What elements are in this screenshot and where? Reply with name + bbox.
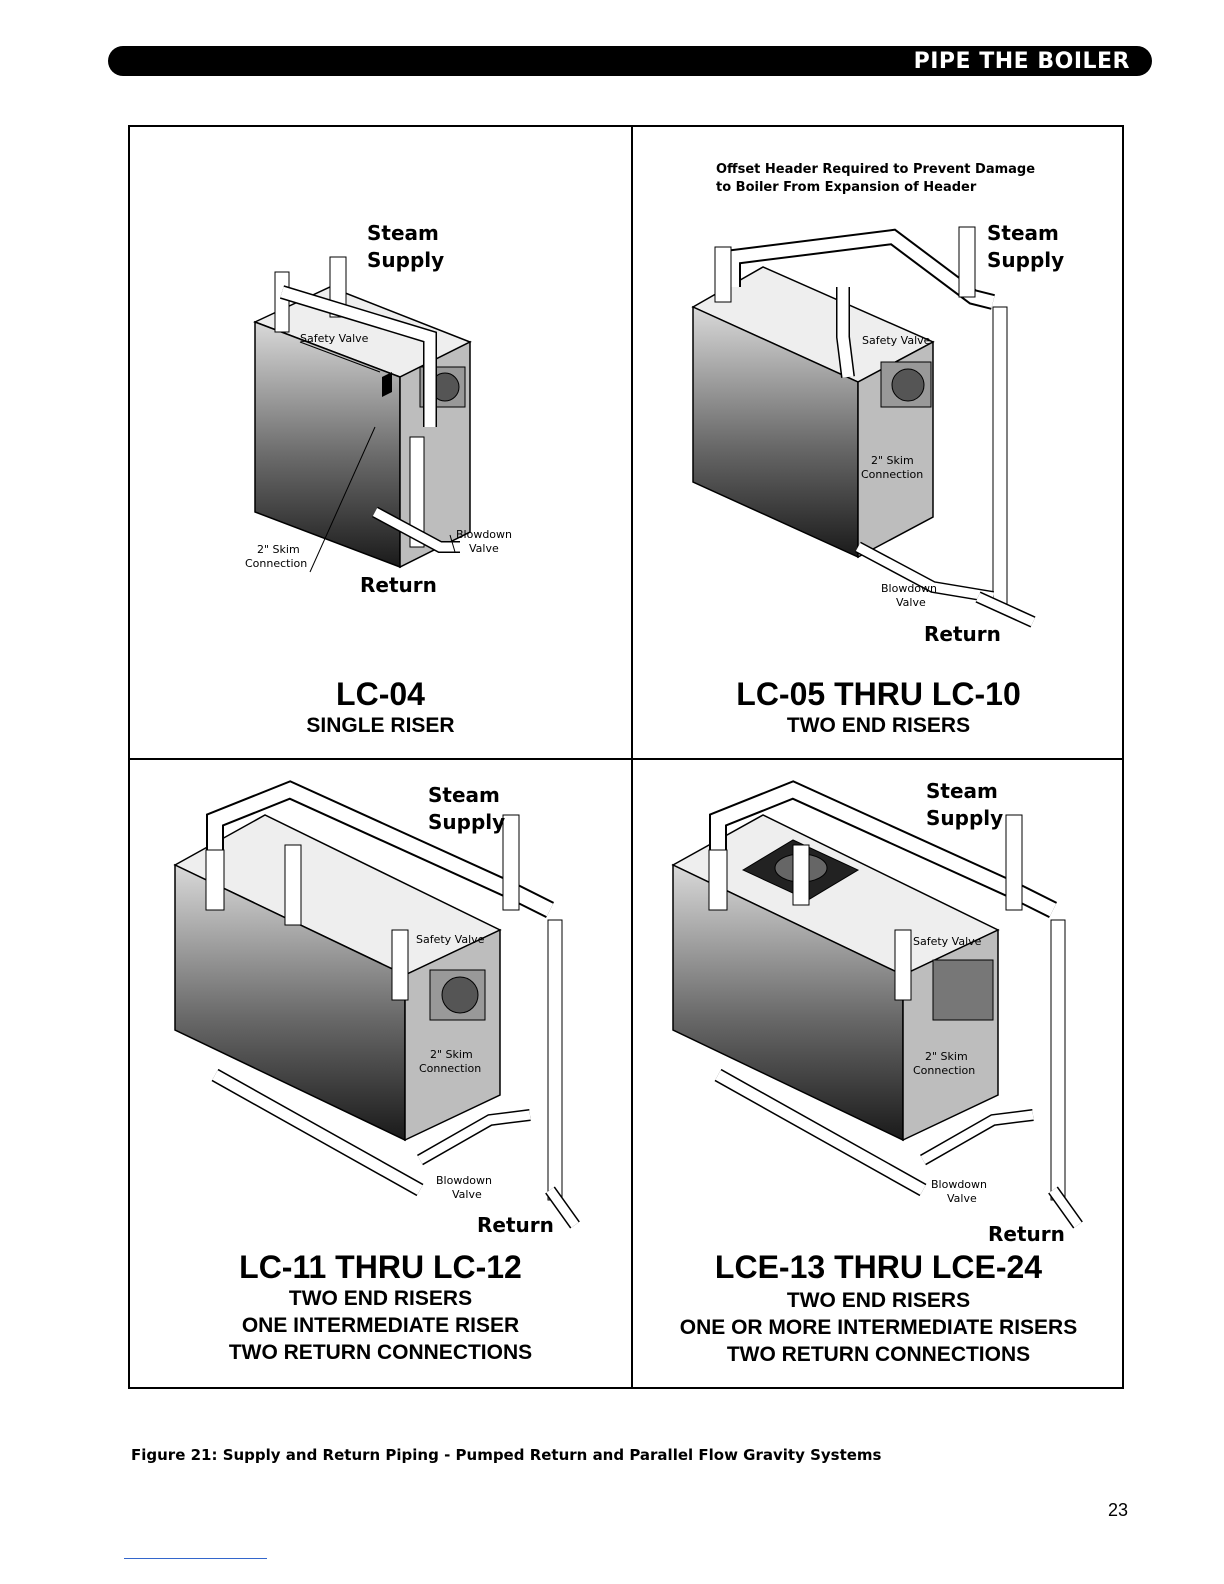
skim-label: 2" Skim <box>430 1048 473 1061</box>
steam-label: Steam <box>987 221 1059 245</box>
model-description-line1: TWO END RISERS <box>288 1287 473 1310</box>
blowdown-label: Blowdown <box>436 1174 493 1187</box>
grid-horizontal-divider <box>130 758 1122 760</box>
model-title: LCE-13 THRU LCE-24 <box>714 1249 1043 1285</box>
supply-label: Supply <box>987 248 1065 272</box>
supply-label: Supply <box>926 806 1004 830</box>
model-description-line2: ONE OR MORE INTERMEDIATE RISERS <box>679 1316 1078 1339</box>
return-label: Return <box>360 573 437 597</box>
safety-valve-label: Safety Valve <box>416 933 485 946</box>
boiler-illustration-lc-04 <box>253 256 472 573</box>
boiler-illustration-lce-13-lce-24 <box>671 780 1083 1229</box>
return-label: Return <box>477 1213 554 1237</box>
return-label: Return <box>988 1222 1065 1246</box>
blowdown-label: Blowdown <box>456 528 513 541</box>
skim-label: 2" Skim <box>925 1050 968 1063</box>
skim-connection-label: Connection <box>861 468 924 481</box>
steam-label: Steam <box>367 221 439 245</box>
steam-label: Steam <box>428 783 500 807</box>
return-label: Return <box>924 622 1001 646</box>
skim-label: 2" Skim <box>257 543 300 556</box>
panel-lce-13-lce-24: Steam Supply Safety Valve 2" Skim Connec… <box>633 760 1124 1387</box>
model-description: SINGLE RISER <box>306 714 455 737</box>
blowdown-label: Blowdown <box>881 582 938 595</box>
model-description-line2: ONE INTERMEDIATE RISER <box>241 1314 520 1337</box>
blowdown-label: Blowdown <box>931 1178 988 1191</box>
safety-valve-label: Safety Valve <box>862 334 931 347</box>
supply-label: Supply <box>367 248 445 272</box>
offset-header-note-line2: to Boiler From Expansion of Header <box>716 180 977 195</box>
model-title: LC-04 <box>336 676 425 712</box>
offset-header-note-line1: Offset Header Required to Prevent Damage <box>716 162 1036 177</box>
panel-lc-11-lc-12: Steam Supply Safety Valve 2" Skim Connec… <box>130 760 631 1387</box>
model-description: TWO END RISERS <box>786 714 971 737</box>
skim-connection-label: Connection <box>245 557 308 570</box>
safety-valve-label: Safety Valve <box>913 935 982 948</box>
panel-lc-04: Steam Supply Safety Valve 2" Skim Connec… <box>130 127 631 758</box>
skim-connection-label: Connection <box>913 1064 976 1077</box>
blowdown-valve-label: Valve <box>947 1192 977 1205</box>
section-header-title: PIPE THE BOILER <box>913 49 1130 74</box>
boiler-illustration-lc-11-lc-12 <box>173 780 580 1229</box>
grid-vertical-divider <box>631 127 633 1387</box>
footer-rule <box>124 1558 267 1559</box>
model-description-line3: TWO RETURN CONNECTIONS <box>228 1341 533 1364</box>
blowdown-valve-label: Valve <box>896 596 926 609</box>
section-header-bar: PIPE THE BOILER <box>108 46 1152 76</box>
model-title: LC-05 THRU LC-10 <box>736 676 1021 712</box>
figure-grid: Steam Supply Safety Valve 2" Skim Connec… <box>128 125 1124 1389</box>
figure-caption: Figure 21: Supply and Return Piping - Pu… <box>131 1446 882 1464</box>
steam-label: Steam <box>926 779 998 803</box>
model-description-line1: TWO END RISERS <box>786 1289 971 1312</box>
boiler-illustration-lc-05-lc-10 <box>691 226 1036 628</box>
blowdown-valve-label: Valve <box>469 542 499 555</box>
skim-label: 2" Skim <box>871 454 914 467</box>
skim-connection-label: Connection <box>419 1062 482 1075</box>
panel-lc-05-lc-10: Offset Header Required to Prevent Damage… <box>633 127 1124 758</box>
blowdown-valve-label: Valve <box>452 1188 482 1201</box>
safety-valve-label: Safety Valve <box>300 332 369 345</box>
supply-label: Supply <box>428 810 506 834</box>
page-number: 23 <box>1108 1500 1129 1520</box>
model-title: LC-11 THRU LC-12 <box>239 1249 522 1285</box>
model-description-line3: TWO RETURN CONNECTIONS <box>726 1343 1031 1366</box>
